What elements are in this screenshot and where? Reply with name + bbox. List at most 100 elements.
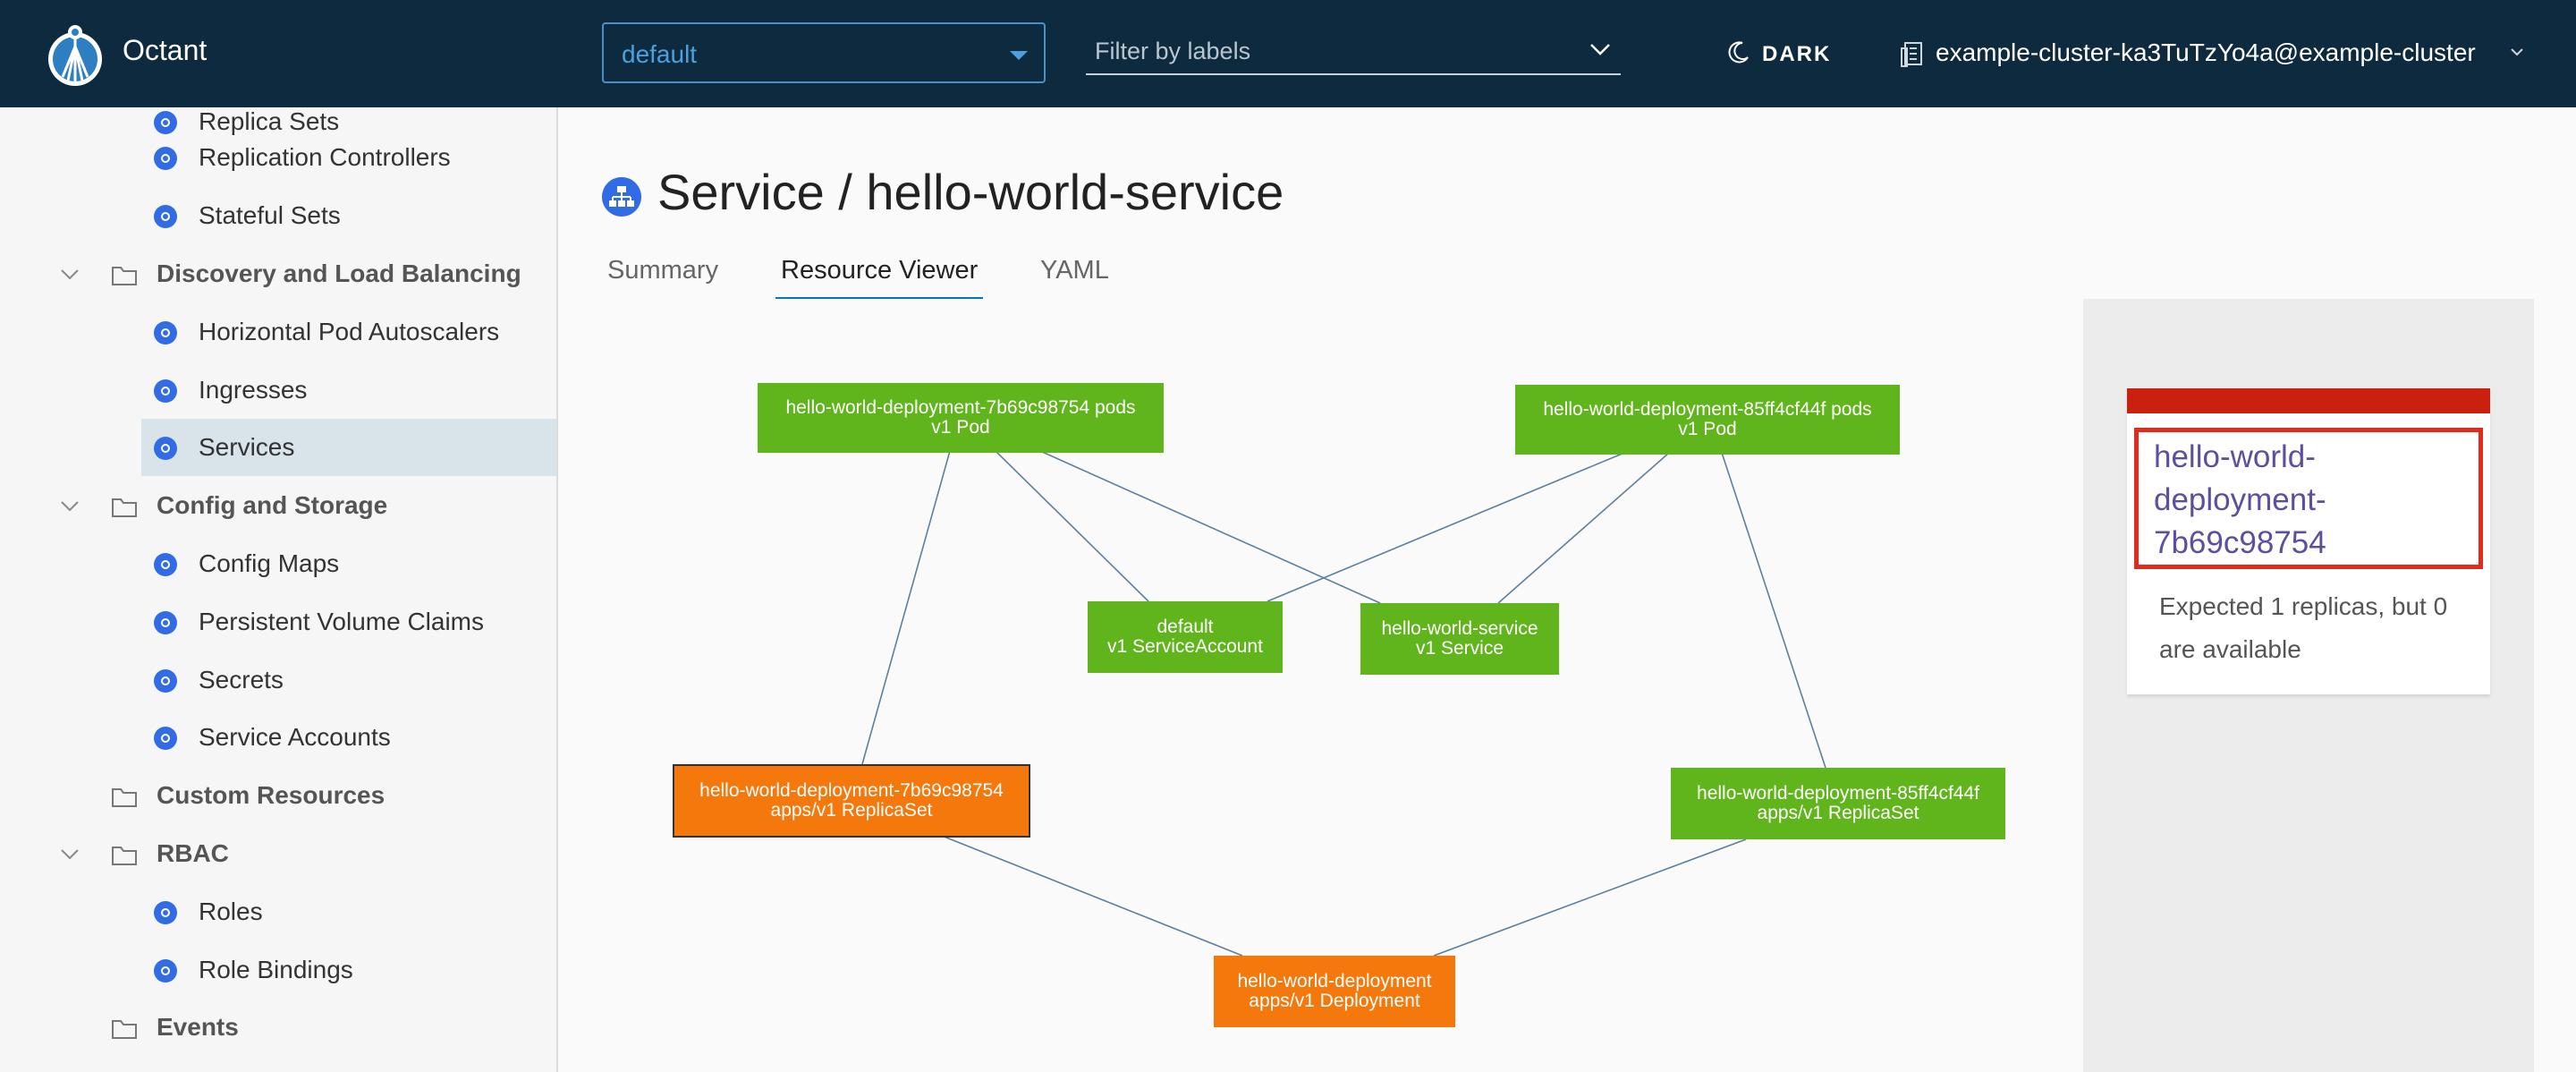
folder-icon [111, 1018, 138, 1040]
replication-controller-icon [154, 147, 177, 170]
sidebar-item-service-accounts[interactable]: Service Accounts [0, 709, 556, 766]
sidebar-category-label: Events [157, 1013, 239, 1042]
service-icon [602, 177, 641, 217]
error-status-bar [2127, 388, 2490, 413]
node-kind: v1 Pod [1678, 420, 1736, 439]
chevron-down-icon [2510, 47, 2524, 57]
theme-toggle-label: DARK [1762, 42, 1831, 67]
sidebar-category-discovery[interactable]: Discovery and Load Balancing [0, 245, 556, 302]
graph-node-replicaset-7b69c98754[interactable]: hello-world-deployment-7b69c98754 apps/v… [673, 764, 1030, 838]
graph-node-replicaset-85ff4cf44f[interactable]: hello-world-deployment-85ff4cf44f apps/v… [1671, 768, 2005, 839]
node-kind: apps/v1 ReplicaSet [771, 801, 933, 821]
namespace-select[interactable]: default [602, 22, 1046, 83]
namespace-value: default [622, 40, 697, 69]
top-header: Octant default Filter by labels DARK exa… [0, 0, 2576, 107]
folder-icon [111, 787, 138, 808]
service-icon [154, 437, 177, 460]
sidebar-category-label: Config and Storage [157, 491, 387, 520]
sidebar-category-events[interactable]: Events [0, 999, 556, 1056]
node-kind: apps/v1 ReplicaSet [1758, 804, 1919, 823]
tab-bar: Summary Resource Viewer YAML [602, 252, 2534, 301]
label-filter-input[interactable]: Filter by labels [1086, 25, 1621, 75]
sidebar-category-rbac[interactable]: RBAC [0, 825, 556, 882]
graph-node-pods-7b69c98754[interactable]: hello-world-deployment-7b69c98754 pods v… [758, 383, 1164, 453]
node-kind: apps/v1 Deployment [1249, 991, 1419, 1011]
sidebar-item-services[interactable]: Services [141, 419, 556, 476]
folder-icon [111, 265, 138, 286]
chevron-down-icon[interactable] [59, 267, 80, 281]
graph-node-service[interactable]: hello-world-service v1 Service [1360, 603, 1559, 675]
sidebar-nav: Replica Sets Replication Controllers Sta… [0, 107, 558, 1072]
tab-summary[interactable]: Summary [602, 256, 724, 297]
sidebar-item-label: Config Maps [199, 549, 339, 578]
role-binding-icon [154, 959, 177, 983]
sidebar-item-replication-controllers[interactable]: Replication Controllers [0, 129, 556, 186]
sidebar-item-role-bindings[interactable]: Role Bindings [0, 941, 556, 999]
pvc-icon [154, 611, 177, 634]
node-name: hello-world-deployment-85ff4cf44f [1697, 784, 1979, 804]
secret-icon [154, 669, 177, 693]
tab-yaml[interactable]: YAML [1035, 256, 1114, 297]
sidebar-item-label: Ingresses [199, 376, 307, 404]
sidebar-category-custom-resources[interactable]: Custom Resources [0, 767, 556, 824]
label-filter-placeholder: Filter by labels [1095, 38, 1250, 65]
graph-node-pods-85ff4cf44f[interactable]: hello-world-deployment-85ff4cf44f pods v… [1515, 385, 1900, 455]
sidebar-item-label: Role Bindings [199, 956, 353, 984]
edge-pods2-sa [1267, 453, 1624, 601]
node-name: hello-world-service [1381, 619, 1538, 639]
sidebar-item-label: Secrets [199, 666, 284, 694]
edge-pods1-sa [996, 451, 1148, 601]
node-name: hello-world-deployment [1237, 972, 1431, 991]
sidebar-item-roles[interactable]: Roles [0, 883, 556, 940]
edge-pods1-rs1 [862, 451, 950, 764]
sidebar-item-horizontal-pod-autoscalers[interactable]: Horizontal Pod Autoscalers [0, 303, 556, 361]
graph-node-deployment[interactable]: hello-world-deployment apps/v1 Deploymen… [1214, 956, 1455, 1027]
hpa-icon [154, 321, 177, 345]
sidebar-item-config-maps[interactable]: Config Maps [0, 535, 556, 592]
chevron-down-icon[interactable] [59, 847, 80, 861]
sidebar-item-label: Persistent Volume Claims [199, 608, 484, 636]
node-kind: v1 Service [1416, 639, 1504, 659]
sidebar-item-label: Horizontal Pod Autoscalers [199, 318, 499, 346]
edge-rs2-dep [1434, 839, 1746, 956]
sidebar-category-config-storage[interactable]: Config and Storage [0, 477, 556, 534]
node-name: default [1157, 617, 1213, 637]
service-account-icon [154, 727, 177, 750]
role-icon [154, 901, 177, 924]
sidebar-item-label: Service Accounts [199, 723, 391, 752]
octant-logo-icon[interactable] [47, 20, 104, 88]
edge-pods2-rs2 [1722, 453, 1826, 768]
tab-resource-viewer[interactable]: Resource Viewer [775, 256, 983, 302]
sidebar-item-secrets[interactable]: Secrets [0, 651, 556, 709]
sidebar-item-pvcs[interactable]: Persistent Volume Claims [0, 593, 556, 651]
sidebar-item-stateful-sets[interactable]: Stateful Sets [0, 187, 556, 244]
status-message: Expected 1 replicas, but 0 are available [2159, 585, 2463, 671]
edge-pods2-svc [1498, 453, 1669, 603]
page-title: Service / hello-world-service [657, 163, 1284, 221]
sidebar-category-label: RBAC [157, 839, 229, 868]
sidebar-category-label: Custom Resources [157, 781, 385, 810]
cluster-icon [1900, 41, 1925, 68]
ingress-icon [154, 379, 177, 403]
node-kind: v1 ServiceAccount [1107, 637, 1263, 657]
sidebar-item-label: Stateful Sets [199, 201, 341, 230]
resource-graph[interactable]: hello-world-deployment-7b69c98754 pods v… [602, 299, 2083, 1072]
node-name: hello-world-deployment-7b69c98754 [699, 781, 1004, 801]
cluster-name: example-cluster-ka3TuTzYo4a@example-clus… [1936, 38, 2476, 67]
moon-icon [1726, 39, 1751, 64]
sidebar-item-ingresses[interactable]: Ingresses [0, 362, 556, 419]
sidebar-category-label: Discovery and Load Balancing [157, 259, 521, 288]
node-kind: v1 Pod [931, 418, 989, 438]
node-name: hello-world-deployment-85ff4cf44f pods [1543, 400, 1871, 420]
app-name[interactable]: Octant [123, 34, 207, 67]
sidebar-item-label: Services [199, 433, 294, 462]
chevron-down-icon[interactable] [1589, 38, 1612, 61]
chevron-down-icon[interactable] [59, 498, 80, 513]
folder-icon [111, 497, 138, 518]
edge-pods1-svc [1040, 451, 1380, 603]
resource-link[interactable]: hello-world-deployment-7b69c98754 [2154, 436, 2440, 565]
graph-node-service-account[interactable]: default v1 ServiceAccount [1088, 601, 1283, 673]
resource-status-card: hello-world-deployment-7b69c98754 Expect… [2127, 388, 2490, 694]
edge-rs1-dep [942, 836, 1242, 956]
sidebar-item-label: Roles [199, 898, 263, 926]
